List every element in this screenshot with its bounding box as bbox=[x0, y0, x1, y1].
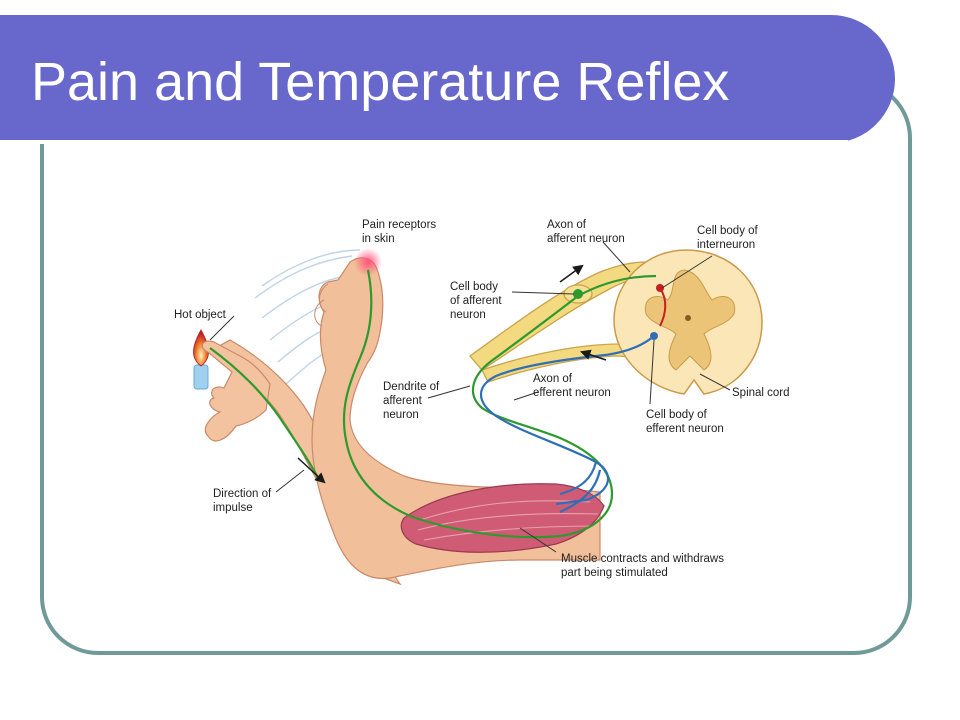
label-axon-afferent: Axon of afferent neuron bbox=[547, 219, 625, 245]
label-dendrite-afferent: Dendrite of afferent neuron bbox=[383, 381, 442, 421]
label-cell-body-efferent: Cell body of efferent neuron bbox=[646, 409, 724, 435]
label-spinal-cord: Spinal cord bbox=[732, 387, 790, 399]
title-underline bbox=[0, 140, 848, 144]
label-pain-receptors: Pain receptors in skin bbox=[362, 219, 439, 245]
hot-object-candle bbox=[193, 329, 209, 390]
label-cell-body-interneuron: Cell body of interneuron bbox=[697, 225, 761, 251]
impulse-arrows bbox=[297, 264, 607, 484]
label-direction-impulse: Direction of impulse bbox=[213, 488, 274, 514]
label-cell-body-afferent: Cell body of afferent neuron bbox=[450, 281, 505, 321]
slide-title: Pain and Temperature Reflex bbox=[31, 52, 730, 112]
afferent-neuron-path bbox=[209, 269, 657, 539]
interneuron-cell-body bbox=[656, 284, 664, 292]
label-muscle: Muscle contracts and withdraws part bein… bbox=[561, 553, 727, 579]
label-axon-efferent: Axon of efferent neuron bbox=[533, 373, 611, 399]
spinal-cord bbox=[613, 249, 763, 395]
label-leader-lines bbox=[209, 241, 731, 553]
pain-receptor-glow bbox=[354, 248, 382, 276]
afferent-cell-body bbox=[573, 289, 583, 299]
label-hot-object: Hot object bbox=[174, 309, 227, 321]
title-bar: Pain and Temperature Reflex bbox=[0, 15, 895, 144]
efferent-cell-body bbox=[650, 332, 658, 340]
